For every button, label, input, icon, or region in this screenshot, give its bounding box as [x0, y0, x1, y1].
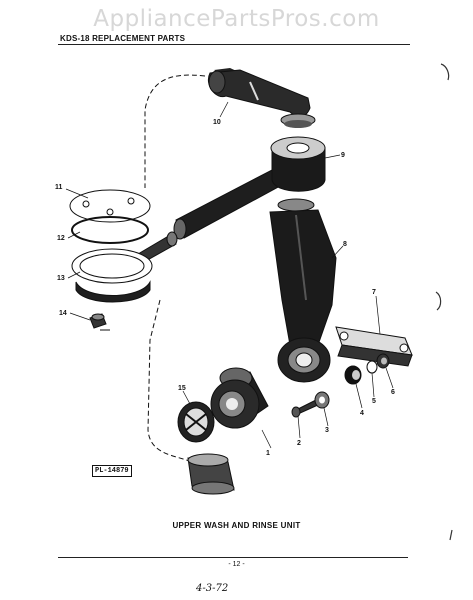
callout-10: 10: [213, 119, 221, 126]
guide-line-top: [144, 74, 206, 188]
callout-2: 2: [297, 440, 301, 447]
part-14-nut: [89, 313, 107, 329]
callout-6: 6: [391, 389, 395, 396]
callout-9: 9: [341, 152, 345, 159]
header-divider: [58, 44, 410, 45]
page-header-title: KDS-18 REPLACEMENT PARTS: [60, 34, 186, 43]
part-7-bracket: [335, 326, 413, 367]
part-12-gasket: [71, 216, 149, 244]
plate-number-label: PL-14879: [92, 465, 132, 477]
part-15-cap: [177, 401, 215, 443]
scan-edge-marks: [435, 63, 453, 541]
callout-12: 12: [57, 235, 65, 242]
callout-5: 5: [372, 398, 376, 405]
callout-3: 3: [325, 427, 329, 434]
callout-4: 4: [360, 410, 364, 417]
handwritten-note: 4-3-72: [196, 583, 229, 594]
callout-13: 13: [57, 275, 65, 282]
callout-11: 11: [55, 184, 63, 191]
callout-14: 14: [59, 310, 67, 317]
callout-15: 15: [178, 385, 186, 392]
part-13-base-plate: [71, 231, 178, 303]
part-10-elbow-tube: [208, 68, 316, 128]
callout-1: 1: [266, 450, 270, 457]
part-9-wash-arm-hub: [173, 136, 326, 240]
guide-line-bottom: [147, 299, 193, 463]
callout-8: 8: [343, 241, 347, 248]
diagram-caption: UPPER WASH AND RINSE UNIT: [172, 521, 301, 530]
footer-divider: [58, 557, 408, 558]
bottom-sleeve-part: [187, 453, 235, 495]
callout-7: 7: [372, 289, 376, 296]
callout-leaders: [65, 101, 394, 449]
page-number: - 12 -: [228, 561, 245, 568]
parts-4-6-fittings: [344, 353, 390, 385]
part-8-manifold: [269, 198, 337, 383]
part-1-nozzle: [210, 367, 269, 429]
part-11-disc: [69, 189, 151, 223]
watermark-text: AppliancePartsPros.com: [93, 6, 380, 32]
parts-2-3-screw-washer: [291, 391, 330, 418]
